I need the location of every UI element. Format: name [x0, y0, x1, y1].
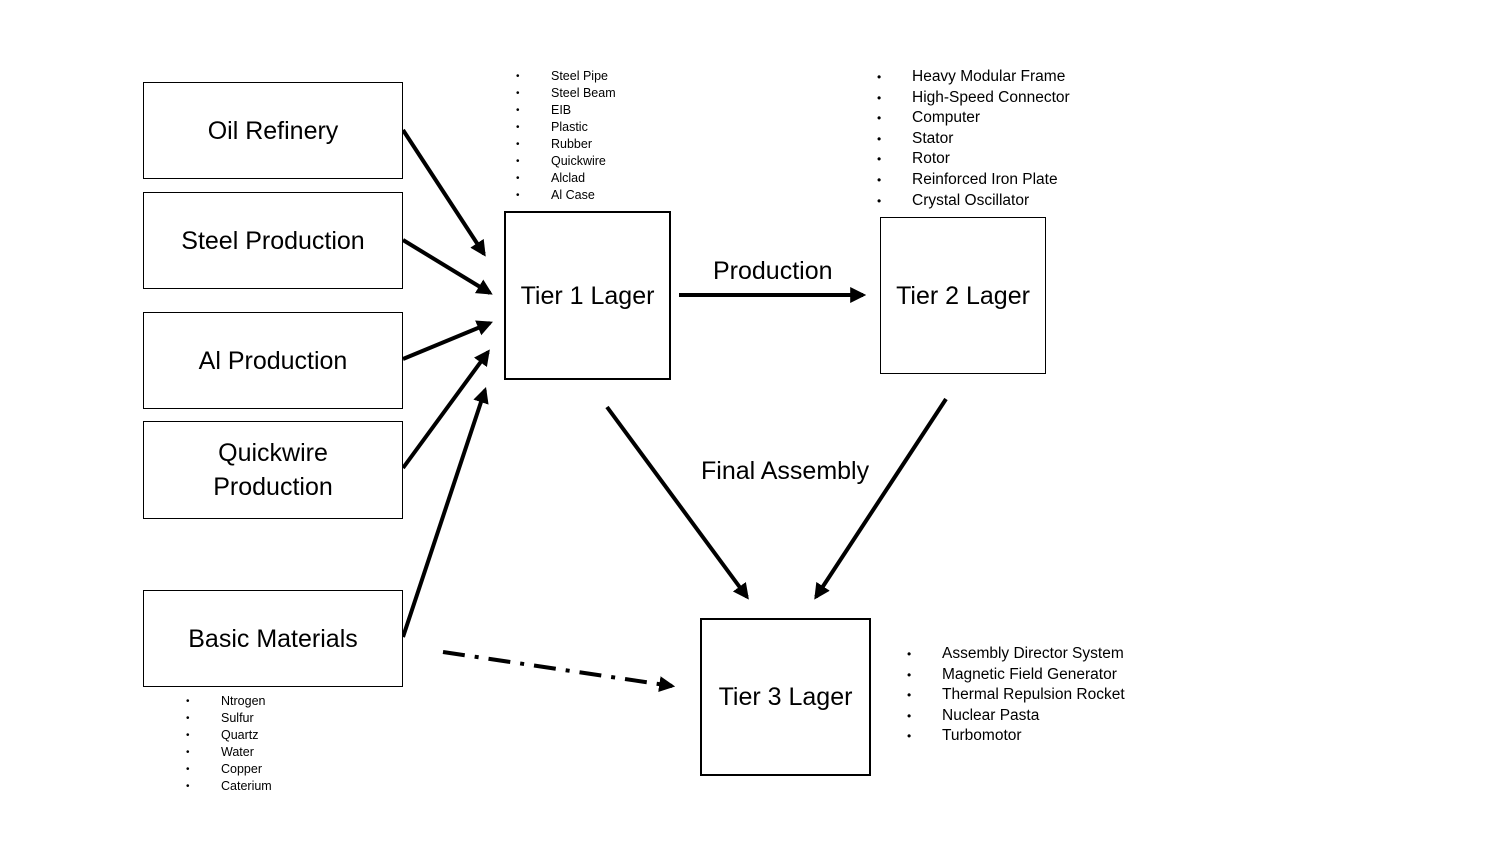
list-item: Rubber — [516, 136, 616, 153]
tier1-box: Tier 1 Lager — [504, 211, 671, 380]
tier2-label: Tier 2 Lager — [896, 281, 1030, 310]
list-item: Reinforced Iron Plate — [877, 170, 1070, 191]
quickwire-production-label-line2: Production — [213, 473, 333, 501]
list-item: Plastic — [516, 119, 616, 136]
list-item: Computer — [877, 108, 1070, 129]
list-item: Quartz — [186, 727, 272, 744]
steel-production-box: Steel Production — [143, 192, 403, 289]
arrow-tier2-to-tier3 — [814, 397, 948, 600]
production-edge-label: Production — [713, 257, 833, 285]
quickwire-production-box: Quickwire Production — [143, 421, 403, 519]
list-item: Water — [186, 744, 272, 761]
list-item: Steel Pipe — [516, 68, 616, 85]
arrow-al-production-to-tier1 — [402, 320, 493, 361]
list-item: Heavy Modular Frame — [877, 67, 1070, 88]
list-item: Crystal Oscillator — [877, 191, 1070, 212]
list-item: Stator — [877, 129, 1070, 150]
list-item: Sulfur — [186, 710, 272, 727]
list-item: Rotor — [877, 149, 1070, 170]
tier2-items-list: Heavy Modular Frame High-Speed Connector… — [877, 67, 1070, 211]
basic-materials-box: Basic Materials — [143, 590, 403, 687]
tier3-items-list: Assembly Director System Magnetic Field … — [907, 644, 1125, 747]
tier3-box: Tier 3 Lager — [700, 618, 871, 776]
tier2-box: Tier 2 Lager — [880, 217, 1046, 374]
arrow-tier1-to-tier3 — [605, 405, 749, 600]
oil-refinery-box: Oil Refinery — [143, 82, 403, 179]
list-item: Steel Beam — [516, 85, 616, 102]
list-item: Caterium — [186, 778, 272, 795]
arrow-steel-production-to-tier1 — [401, 238, 493, 295]
list-item: Quickwire — [516, 153, 616, 170]
arrow-basic-materials-to-tier3-dashed — [442, 650, 676, 693]
list-item: EIB — [516, 102, 616, 119]
list-item: Turbomotor — [907, 726, 1125, 747]
tier1-items-list: Steel Pipe Steel Beam EIB Plastic Rubber… — [516, 68, 616, 204]
tier3-label: Tier 3 Lager — [718, 683, 853, 711]
list-item: Magnetic Field Generator — [907, 665, 1125, 686]
arrow-oil-refinery-to-tier1 — [401, 128, 486, 257]
tier1-label: Tier 1 Lager — [520, 281, 655, 310]
list-item: Ntrogen — [186, 693, 272, 710]
arrow-quickwire-to-tier1 — [401, 349, 490, 470]
list-item: Alclad — [516, 170, 616, 187]
list-item: Assembly Director System — [907, 644, 1125, 665]
list-item: Copper — [186, 761, 272, 778]
basic-materials-label: Basic Materials — [188, 624, 358, 653]
final-assembly-edge-label: Final Assembly — [701, 457, 870, 485]
arrow-basic-materials-to-tier1 — [401, 386, 489, 638]
list-item: Thermal Repulsion Rocket — [907, 685, 1125, 706]
quickwire-production-label-line1: Quickwire — [218, 439, 328, 467]
steel-production-label: Steel Production — [181, 226, 365, 255]
list-item: Nuclear Pasta — [907, 706, 1125, 727]
al-production-label: Al Production — [198, 346, 348, 375]
list-item: Al Case — [516, 187, 616, 204]
list-item: High-Speed Connector — [877, 88, 1070, 109]
oil-refinery-label: Oil Refinery — [207, 116, 339, 145]
basic-materials-items-list: Ntrogen Sulfur Quartz Water Copper Cater… — [186, 693, 272, 795]
al-production-box: Al Production — [143, 312, 403, 409]
